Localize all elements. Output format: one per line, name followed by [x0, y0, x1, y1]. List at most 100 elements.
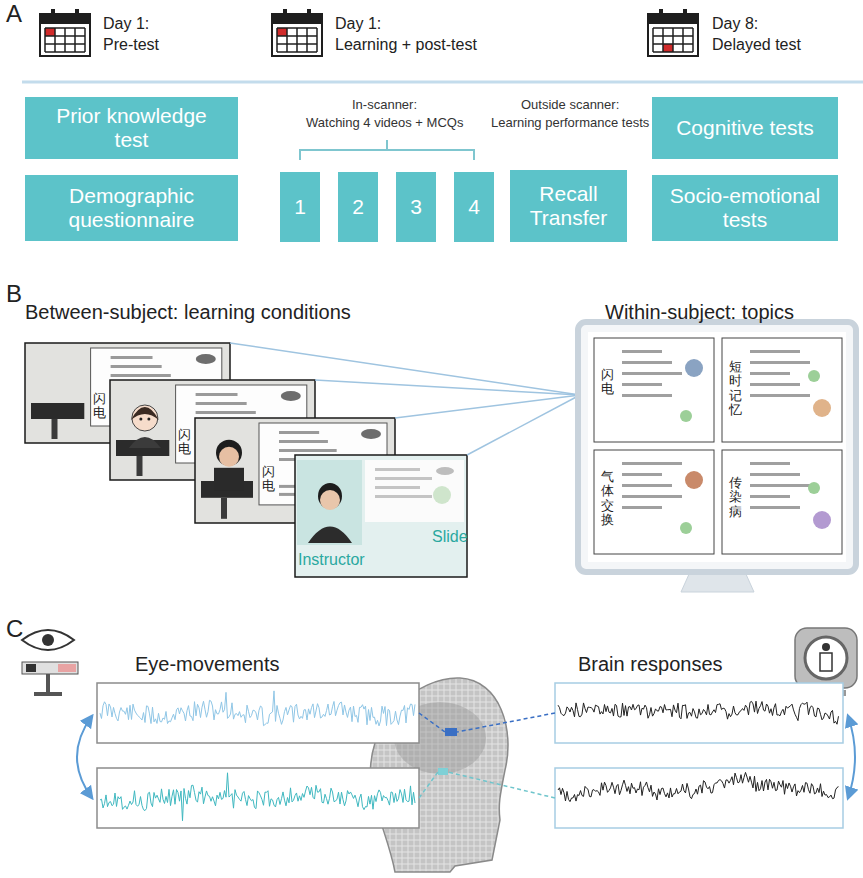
box-text: Demographic questionnaire — [41, 184, 222, 232]
slide-text-line — [622, 361, 672, 364]
process-box: 4 — [454, 172, 494, 242]
slide-panel — [365, 460, 464, 522]
slide-text-line — [750, 350, 800, 353]
podium — [31, 403, 84, 419]
slide-picture — [813, 399, 831, 417]
cloud-icon — [196, 354, 216, 364]
slide-text-line — [622, 495, 682, 498]
label-text: 传染病 — [729, 476, 742, 519]
label-text: Learning performance tests — [491, 115, 649, 131]
calendar-ring — [659, 9, 663, 18]
calendar-grid — [277, 35, 317, 37]
person-face — [219, 447, 239, 467]
label-text: Delayed test — [712, 35, 801, 54]
correlation-arrow — [77, 716, 92, 798]
label-text: 闪电 — [93, 392, 106, 421]
box-text: 1 — [294, 195, 306, 219]
slide-text-line — [750, 506, 800, 509]
calendar-grid — [84, 28, 86, 52]
calendar-icon — [40, 9, 90, 56]
process-box: 1 — [280, 172, 320, 242]
slide-text-line — [375, 495, 432, 498]
signal-box — [555, 683, 843, 743]
slide-text-line — [750, 495, 790, 498]
calendar-grid — [54, 28, 56, 52]
brain-spot — [438, 768, 448, 775]
calendar-band — [40, 14, 90, 24]
process-box: Prior knowledge test — [25, 97, 238, 159]
calendar-mark — [277, 28, 287, 36]
slide-text-line — [279, 440, 328, 443]
slide-text-line — [196, 393, 238, 396]
calendar-grid — [682, 28, 684, 52]
calendar-icon — [272, 9, 322, 56]
slide-text-line — [196, 411, 256, 414]
tracker-bar — [22, 662, 78, 674]
instructor-face — [320, 490, 340, 510]
calendar-grid — [653, 51, 693, 53]
calendar-grid — [652, 28, 654, 52]
eye-icon — [22, 630, 74, 650]
calendar-ring — [51, 9, 55, 18]
label-text: A — [6, 0, 22, 29]
link-line — [467, 395, 580, 455]
process-box: Cognitive tests — [652, 97, 838, 159]
avatar-hair — [131, 407, 159, 420]
frame-border — [295, 455, 467, 577]
calendar-body — [272, 14, 322, 56]
calendar-band — [648, 14, 698, 24]
slide-text-line — [622, 484, 672, 487]
process-box: Demographic questionnaire — [25, 175, 238, 241]
slide-text-line — [111, 374, 171, 377]
instructor-body — [308, 527, 352, 544]
signal-trace — [558, 772, 839, 801]
monitor-screen — [588, 332, 846, 562]
calendar-grid — [277, 27, 317, 29]
scanner-person-body — [820, 653, 832, 671]
box-text: Recall Transfer — [520, 182, 617, 230]
calendar-grid — [306, 28, 308, 52]
calendar-grid — [653, 27, 693, 29]
process-box: Socio-emotional tests — [652, 175, 838, 241]
avatar-eye — [147, 418, 150, 421]
slide-text-line — [279, 449, 337, 452]
calendar-grid — [45, 27, 85, 29]
calendar-icon — [648, 9, 698, 56]
topic-slide — [594, 338, 714, 442]
label-text: Slide — [432, 527, 468, 546]
calendar-grid — [653, 35, 693, 37]
slide-text-line — [622, 372, 682, 375]
tracker-camera — [26, 664, 36, 672]
slide-text-line — [750, 394, 810, 397]
slide-picture — [680, 522, 692, 534]
label-text: C — [6, 615, 23, 644]
slide-text-line — [750, 484, 810, 487]
calendar-ring — [283, 9, 287, 18]
podium-stand — [221, 498, 227, 519]
slide-text-line — [622, 506, 662, 509]
podium-stand — [52, 419, 58, 439]
box-text: Socio-emotional tests — [662, 184, 828, 232]
eye-pupil — [42, 634, 54, 646]
label-text: Watching 4 videos + MCQs — [306, 115, 463, 131]
signal-trace — [100, 773, 415, 821]
slide-text-line — [196, 402, 247, 405]
calendar-grid — [276, 28, 278, 52]
tracker-stem — [46, 674, 50, 692]
slide-text-line — [622, 462, 682, 465]
tracker-light — [58, 664, 76, 672]
slide-text-line — [750, 473, 800, 476]
slide-text-line — [750, 372, 790, 375]
calendar-ring — [75, 9, 79, 18]
instructor-hair — [318, 483, 342, 509]
label-text: Pre-test — [103, 35, 159, 54]
slide-text-line — [375, 468, 420, 471]
cloud-icon — [361, 429, 381, 439]
slide-picture — [685, 359, 703, 377]
box-text: Prior knowledge test — [41, 104, 222, 152]
calendar-grid — [286, 28, 288, 52]
signal-box — [555, 768, 843, 828]
slide-picture — [680, 410, 692, 422]
slide-text-line — [375, 486, 420, 489]
